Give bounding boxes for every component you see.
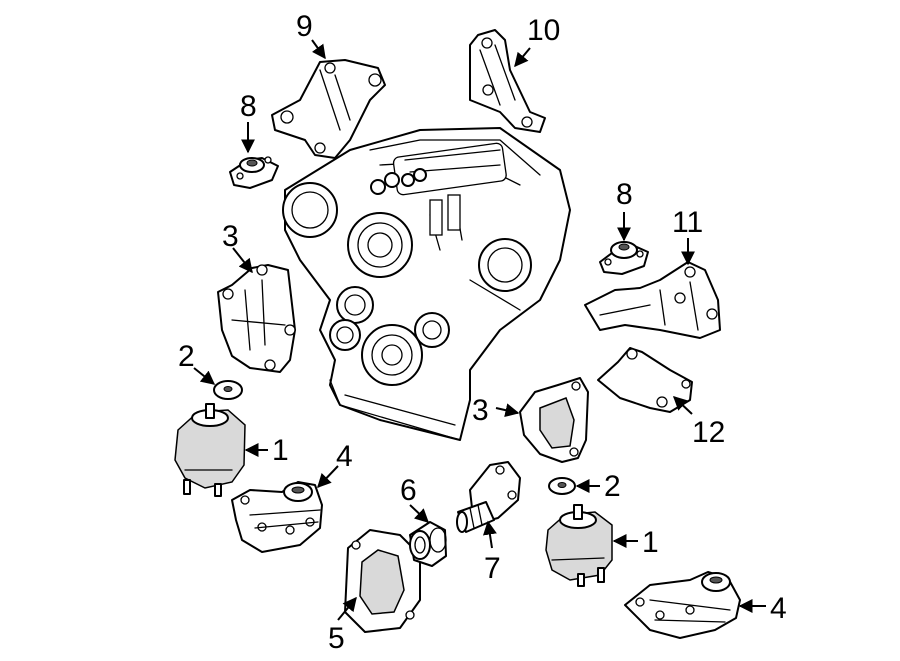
callout-3-right: 3	[472, 394, 489, 427]
callout-leaders	[193, 39, 766, 621]
part-2-washer-left	[213, 380, 243, 400]
part-3-bracket-right	[519, 377, 589, 463]
part-8-mount-left	[229, 156, 279, 189]
callout-4-left: 4	[336, 440, 353, 473]
part-1-mount-right	[545, 504, 613, 587]
part-6-bushing	[409, 521, 447, 567]
callout-12: 12	[692, 416, 725, 449]
callout-3-left: 3	[222, 220, 239, 253]
part-4-bracket-right	[624, 571, 741, 639]
callout-7: 7	[484, 552, 501, 585]
callout-8-right: 8	[616, 178, 633, 211]
callout-11: 11	[672, 206, 703, 239]
part-8-mount-right	[599, 241, 649, 275]
callout-4-right: 4	[770, 592, 787, 625]
callout-1-right: 1	[642, 526, 659, 559]
part-4-bracket-left	[231, 481, 323, 553]
part-5-plate	[344, 529, 421, 633]
callout-labels: 9 10 8 3 2 1 4 6 5 7 3 2 1 4 8 11 12	[178, 10, 787, 655]
part-11-bracket	[584, 261, 721, 339]
callout-1-left: 1	[272, 434, 289, 467]
part-2-washer-right	[548, 477, 576, 495]
part-9-bracket	[271, 59, 386, 159]
callout-10: 10	[527, 14, 560, 47]
callout-2-right: 2	[604, 470, 621, 503]
part-3-bracket-left	[217, 264, 296, 373]
callout-8-left: 8	[240, 90, 257, 123]
callout-9: 9	[296, 10, 313, 43]
part-7-bracket-sleeve	[456, 461, 521, 533]
callout-2-left: 2	[178, 340, 195, 373]
engine-block	[282, 127, 571, 441]
callout-5: 5	[328, 622, 345, 655]
part-10-bracket	[469, 29, 546, 133]
part-1-mount-left	[174, 403, 246, 497]
part-12-bracket	[597, 347, 693, 413]
callout-6: 6	[400, 474, 417, 507]
